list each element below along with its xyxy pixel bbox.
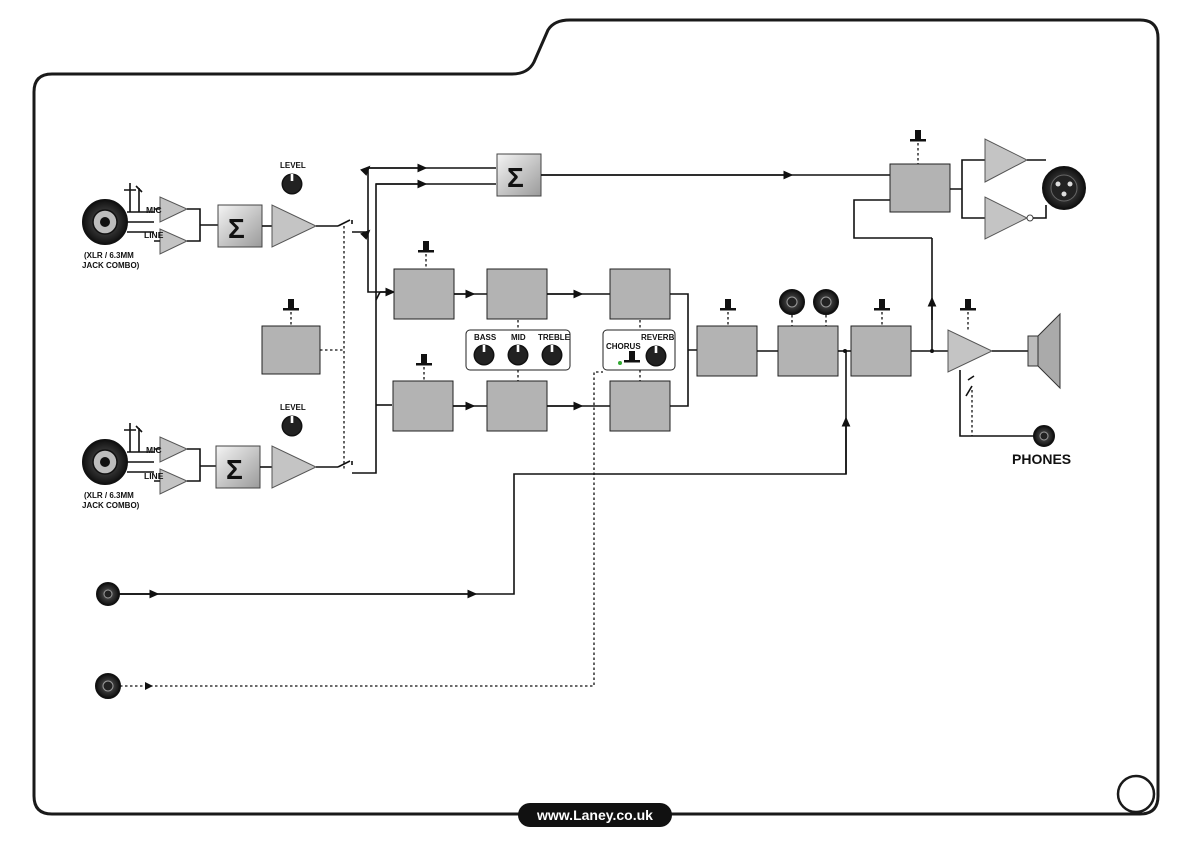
bass-knob-icon[interactable]	[474, 345, 495, 366]
page-number-badge	[1118, 776, 1154, 812]
footswitch-icon[interactable]	[418, 241, 434, 253]
level-knob-icon[interactable]	[282, 174, 303, 195]
reverb-label: REVERB	[641, 333, 675, 342]
output-amp-icon	[985, 139, 1027, 182]
combo-label-line2: JACK COMBO)	[82, 501, 140, 510]
combo-label-line2: JACK COMBO)	[82, 261, 140, 270]
svg-text:Σ: Σ	[228, 213, 245, 244]
line-preamp-icon	[160, 229, 187, 254]
function-block	[487, 269, 547, 319]
level-label: LEVEL	[280, 161, 306, 170]
footswitch-icon[interactable]	[910, 130, 926, 142]
line-label: LINE	[144, 471, 164, 481]
treble-knob-icon[interactable]	[542, 345, 563, 366]
mid-label: MID	[511, 333, 526, 342]
combo-label-line1: (XLR / 6.3MM	[84, 491, 134, 500]
footswitch-icon[interactable]	[720, 299, 736, 311]
function-block	[851, 326, 911, 376]
footswitch-icon[interactable]	[283, 299, 299, 311]
chorus-reverb-panel: REVERB CHORUS	[603, 320, 675, 381]
combo-label-line1: (XLR / 6.3MM	[84, 251, 134, 260]
mid-knob-icon[interactable]	[508, 345, 529, 366]
function-block	[610, 269, 670, 319]
function-block	[394, 269, 454, 319]
footer-url[interactable]: www.Laney.co.uk	[518, 803, 672, 827]
line-preamp-icon	[160, 469, 187, 494]
footswitch-icon[interactable]	[416, 354, 432, 366]
mic-preamp-icon	[160, 197, 187, 222]
bass-label: BASS	[474, 333, 497, 342]
level-knob-icon[interactable]	[282, 416, 303, 437]
function-block	[778, 326, 838, 376]
mic-label: MIC	[146, 445, 162, 455]
page-frame	[34, 20, 1158, 814]
output-amp-icon	[985, 197, 1027, 239]
level-amp-icon	[272, 446, 316, 488]
mic-preamp-icon	[160, 437, 187, 462]
function-block	[487, 381, 547, 431]
eq-panel: BASS MID TREBLE	[466, 320, 571, 381]
function-block	[393, 381, 453, 431]
power-amp-icon	[948, 330, 992, 372]
level-label: LEVEL	[280, 403, 306, 412]
svg-text:Σ: Σ	[226, 454, 243, 485]
left-switch-block	[262, 226, 344, 470]
function-block	[697, 326, 757, 376]
function-block	[610, 381, 670, 431]
treble-label: TREBLE	[538, 333, 571, 342]
function-block	[262, 326, 320, 374]
footswitch-icon[interactable]	[960, 299, 976, 311]
channel-1-input: (XLR / 6.3MM JACK COMBO) MIC LINE Σ LEVE…	[82, 161, 360, 270]
line-label: LINE	[144, 230, 164, 240]
footer-url-text: www.Laney.co.uk	[536, 807, 653, 823]
function-block	[890, 164, 950, 212]
svg-text:Σ: Σ	[507, 162, 524, 193]
chorus-label: CHORUS	[606, 342, 641, 351]
mic-label: MIC	[146, 205, 162, 215]
level-amp-icon	[272, 205, 316, 247]
speaker-icon	[1028, 336, 1038, 366]
reverb-knob-icon[interactable]	[646, 346, 667, 367]
channel-2-input: (XLR / 6.3MM JACK COMBO) MIC LINE Σ LEVE…	[82, 403, 360, 510]
phones-label: PHONES	[1012, 451, 1071, 467]
footswitch-icon[interactable]	[874, 299, 890, 311]
